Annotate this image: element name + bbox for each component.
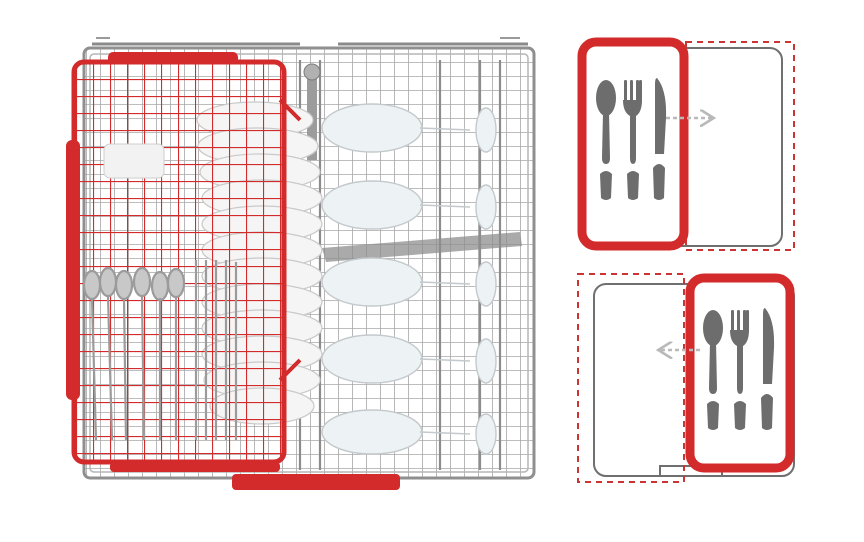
diagram-basket-right xyxy=(577,273,795,483)
dishwasher-upper-rack xyxy=(66,37,536,490)
diagram-basket-left xyxy=(577,37,795,251)
cutlery-basket xyxy=(66,52,302,472)
rack-center-post xyxy=(307,70,317,160)
rack-front-handle xyxy=(232,474,400,490)
wine-glasses xyxy=(321,103,497,455)
cutlery-pieces xyxy=(82,260,238,441)
spray-arm xyxy=(322,232,522,262)
